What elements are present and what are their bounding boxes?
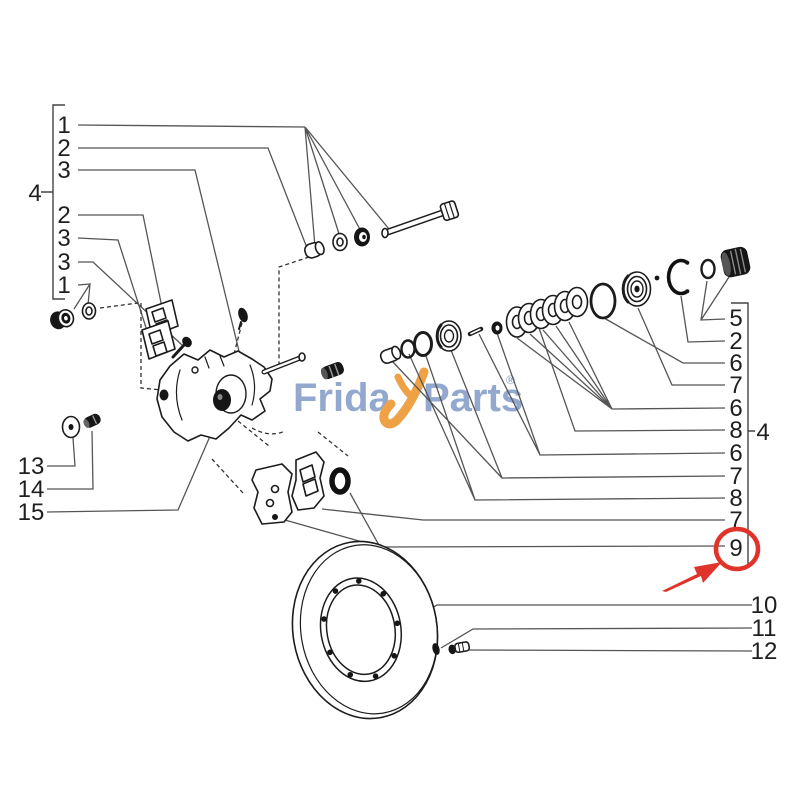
- callout-label: 2: [57, 135, 70, 162]
- brake-caliper-body: [156, 349, 273, 442]
- piston-seal-cluster: [379, 320, 503, 364]
- callout-label: 3: [57, 249, 70, 276]
- bleeder-screw: [238, 307, 248, 330]
- left-bracket-label: 4: [28, 180, 41, 207]
- retainer-pin-small: [171, 336, 192, 359]
- callout-label: 14: [18, 476, 45, 503]
- pin-bushing: [304, 241, 325, 259]
- callout-label: 10: [751, 592, 778, 619]
- callout-label: 8: [729, 417, 742, 444]
- clip-11: [432, 643, 440, 655]
- callout-label: 7: [729, 463, 742, 490]
- piston-boot-ring: [329, 467, 351, 495]
- callout-label: 8: [729, 485, 742, 512]
- plug-and-ring: [50, 302, 97, 330]
- registered-mark: ®: [506, 373, 515, 387]
- plug-14: [83, 413, 101, 428]
- tiny-pin-dot: [654, 275, 660, 281]
- callout-label: 5: [729, 305, 742, 332]
- highlight-arrow-icon: [662, 562, 722, 592]
- guide-sleeve: [320, 362, 344, 380]
- pin-head: [439, 200, 460, 222]
- piston: [435, 320, 462, 352]
- brake-pads: [251, 451, 325, 525]
- bolt-12: [448, 641, 471, 655]
- leader-lines: [46, 124, 753, 652]
- brake-disc-rotor: [291, 540, 439, 720]
- callout-label: 11: [752, 615, 777, 642]
- callout-label: 7: [729, 372, 742, 399]
- pin-grommet: [354, 227, 370, 247]
- callout-label: 1: [57, 112, 70, 139]
- callout-label: 2: [729, 328, 742, 355]
- callout-label: 6: [729, 440, 742, 467]
- callout-label: 12: [751, 638, 778, 665]
- small-o-ring: [700, 258, 716, 280]
- callout-label: 3: [57, 225, 70, 252]
- large-o-ring: [589, 282, 617, 320]
- highlight-annotation: [662, 526, 761, 592]
- callout-labels: 1 2 3 2 3 3 1 4 13 14 15 5 2 6 7 6 8 6 7…: [18, 112, 778, 665]
- washer-13: [61, 415, 81, 439]
- pad-retaining-pin: [261, 352, 306, 375]
- rotor-bolts: [321, 578, 401, 679]
- watermark-text-left: Frida: [293, 376, 392, 420]
- callout-label: 15: [18, 499, 45, 526]
- disc-stack: [505, 286, 589, 338]
- watermark-logo: Frida Parts ®: [293, 367, 523, 429]
- knurled-cap: [720, 246, 751, 278]
- snap-ring: [666, 258, 690, 296]
- watermark-swoosh-icon: [379, 367, 429, 429]
- callout-label: 3: [57, 157, 70, 184]
- guide-pin-assembly: [304, 200, 460, 259]
- highlight-circle: [713, 526, 761, 572]
- callout-label: 13: [18, 453, 45, 480]
- left-bracket: [41, 104, 65, 300]
- callout-label-circled: 9: [729, 535, 742, 562]
- shim-plates: [141, 299, 179, 360]
- pin-ring: [332, 232, 348, 252]
- right-bracket-label: 4: [756, 419, 769, 446]
- callout-label: 6: [729, 350, 742, 377]
- bearing-disc: [621, 271, 652, 307]
- callout-label: 6: [729, 395, 742, 422]
- callout-label: 1: [57, 272, 70, 299]
- callout-label: 2: [57, 202, 70, 229]
